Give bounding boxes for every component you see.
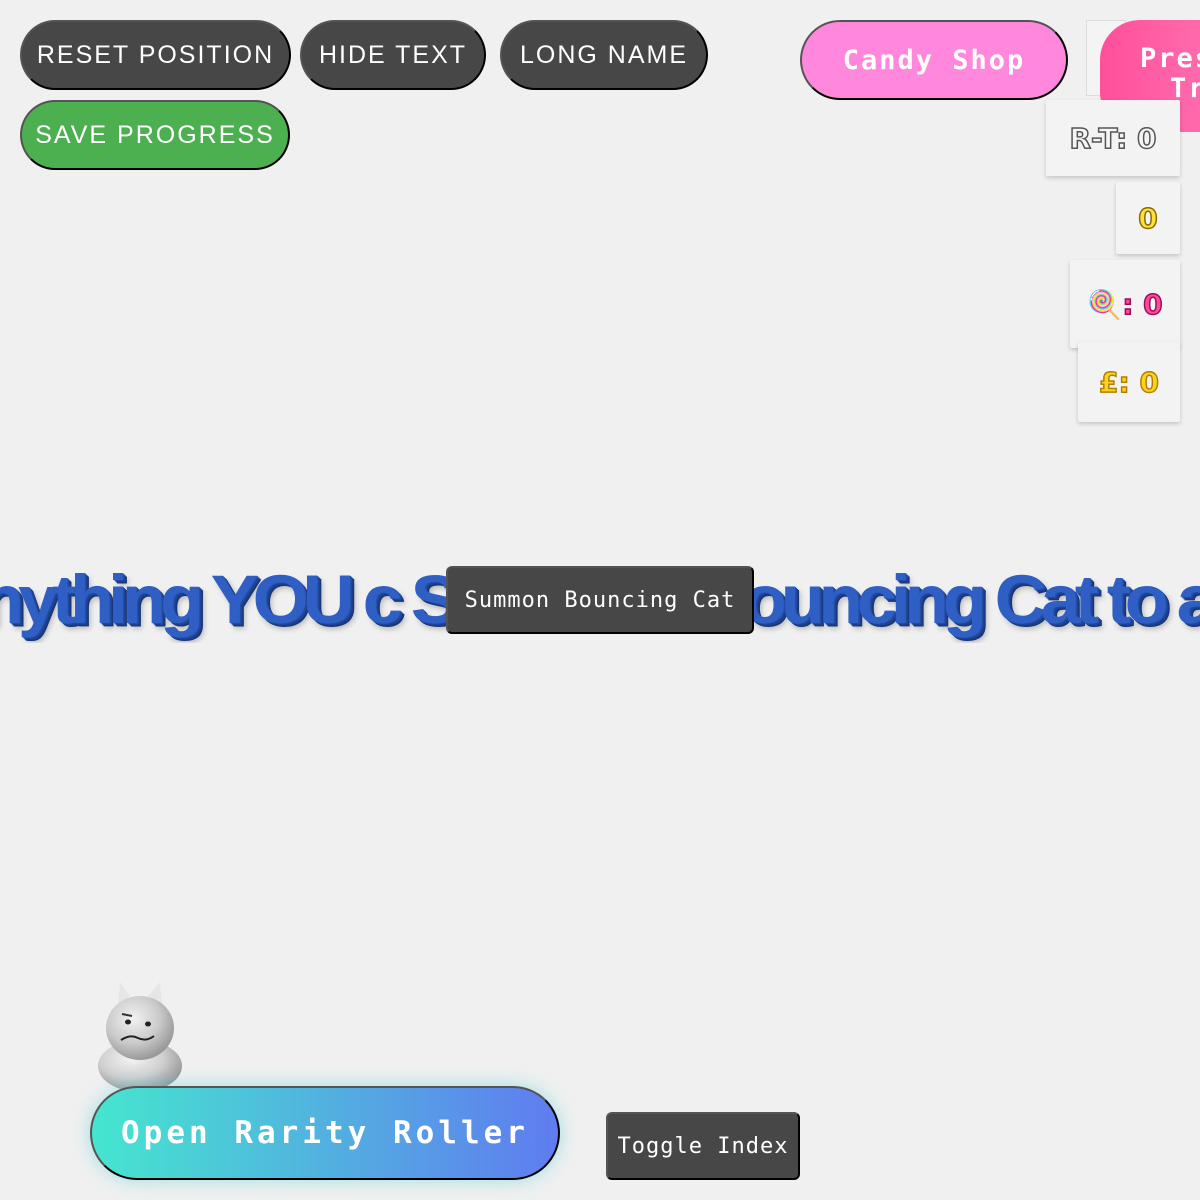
- cat-character[interactable]: [96, 980, 186, 1092]
- save-progress-button[interactable]: SAVE PROGRESS: [20, 100, 290, 170]
- summon-bouncing-cat-button[interactable]: Summon Bouncing Cat: [446, 566, 754, 634]
- rt-counter: R-T: 0: [1046, 100, 1180, 176]
- coin-counter: 0: [1116, 182, 1180, 254]
- candy-shop-button[interactable]: Candy Shop: [800, 20, 1068, 100]
- hide-text-button[interactable]: HIDE TEXT: [300, 20, 486, 90]
- toggle-index-button[interactable]: Toggle Index: [606, 1112, 800, 1180]
- open-rarity-roller-button[interactable]: Open Rarity Roller: [90, 1086, 560, 1180]
- prestige-label-line2: Tr: [1170, 73, 1200, 104]
- long-name-button[interactable]: LONG NAME: [500, 20, 708, 90]
- cat-icon: [98, 982, 182, 1092]
- pound-counter: £: 0: [1078, 342, 1180, 422]
- candy-counter: 🍭: 0: [1070, 260, 1180, 348]
- prestige-label-line1: Pres: [1140, 43, 1200, 74]
- reset-position-button[interactable]: RESET POSITION: [20, 20, 291, 90]
